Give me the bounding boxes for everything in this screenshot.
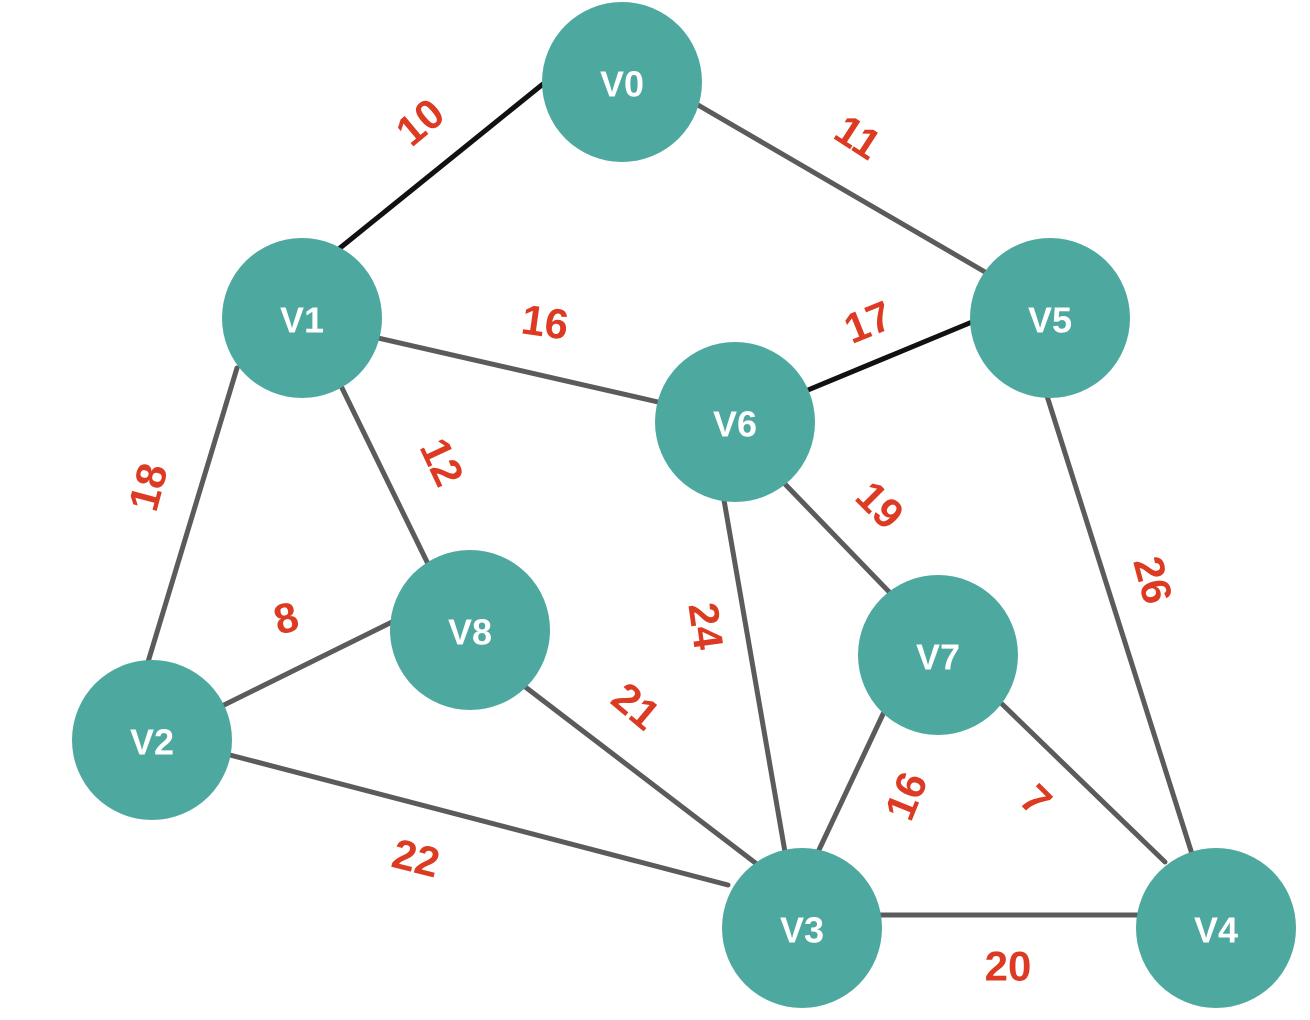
- edge-weight-v1-v6: 16: [519, 295, 572, 348]
- node-label-v5: V5: [1028, 300, 1072, 341]
- edge-weight-v7-v4: 7: [1011, 775, 1061, 825]
- edge-weight-v7-v3: 16: [875, 766, 936, 827]
- node-circle-v1: [222, 238, 382, 398]
- edge-weight-v2-v3: 22: [388, 830, 445, 887]
- edge-weight-v3-v4: 20: [985, 943, 1032, 990]
- node-label-v2: V2: [130, 722, 174, 763]
- edge-v7-v3: [815, 709, 887, 855]
- node-label-v4: V4: [1194, 910, 1238, 951]
- node-circle-v7: [858, 575, 1018, 735]
- edge-v1-v8: [339, 385, 433, 571]
- edge-weight-v8-v3: 21: [603, 673, 669, 739]
- edge-v6-v5: [805, 319, 975, 393]
- node-label-v7: V7: [916, 637, 960, 678]
- node-v5: V5: [970, 238, 1130, 398]
- edge-v0-v1: [337, 81, 546, 251]
- edge-weight-v6-v5: 17: [838, 291, 899, 352]
- edge-v8-v3: [521, 683, 765, 871]
- edge-weight-v6-v3: 24: [679, 600, 732, 653]
- node-circle-v6: [655, 342, 815, 502]
- node-circle-v8: [390, 550, 550, 710]
- edge-weight-v1-v8: 12: [411, 431, 473, 493]
- node-v7: V7: [858, 575, 1018, 735]
- node-label-v0: V0: [600, 64, 644, 105]
- node-v2: V2: [72, 660, 232, 820]
- node-v4: V4: [1136, 848, 1296, 1008]
- edge-v2-v3: [227, 752, 731, 888]
- edge-weight-v0-v5: 11: [827, 105, 890, 169]
- node-label-v3: V3: [780, 910, 824, 951]
- node-v8: V8: [390, 550, 550, 710]
- node-circle-v2: [72, 660, 232, 820]
- edge-weight-v5-v4: 26: [1124, 551, 1181, 608]
- edge-v0-v5: [695, 102, 988, 275]
- node-label-v6: V6: [713, 404, 757, 445]
- edge-v7-v4: [999, 701, 1168, 865]
- edge-v2-v8: [219, 619, 395, 709]
- node-label-v8: V8: [448, 612, 492, 653]
- node-circle-v5: [970, 238, 1130, 398]
- edge-v6-v7: [780, 479, 898, 601]
- edges-layer: [145, 81, 1195, 918]
- weights-layer: 10 11 16 17 18 12 8 19 24 26 21 22 16 7 20: [119, 89, 1181, 990]
- node-v6: V6: [655, 342, 815, 502]
- edge-weight-v6-v7: 19: [847, 472, 913, 538]
- node-v1: V1: [222, 238, 382, 398]
- node-circle-v0: [542, 2, 702, 162]
- edge-weight-v0-v1: 10: [387, 89, 453, 155]
- edge-v6-v3: [721, 497, 788, 855]
- node-label-v1: V1: [280, 300, 324, 341]
- node-circle-v4: [1136, 848, 1296, 1008]
- edge-weight-v2-v8: 8: [269, 592, 304, 643]
- node-v3: V3: [722, 848, 882, 1008]
- node-v0: V0: [542, 2, 702, 162]
- edge-v1-v6: [375, 335, 661, 405]
- node-circle-v3: [722, 848, 882, 1008]
- edge-v1-v2: [145, 365, 240, 665]
- edge-v5-v4: [1044, 393, 1195, 857]
- edge-weight-v1-v2: 18: [119, 458, 176, 515]
